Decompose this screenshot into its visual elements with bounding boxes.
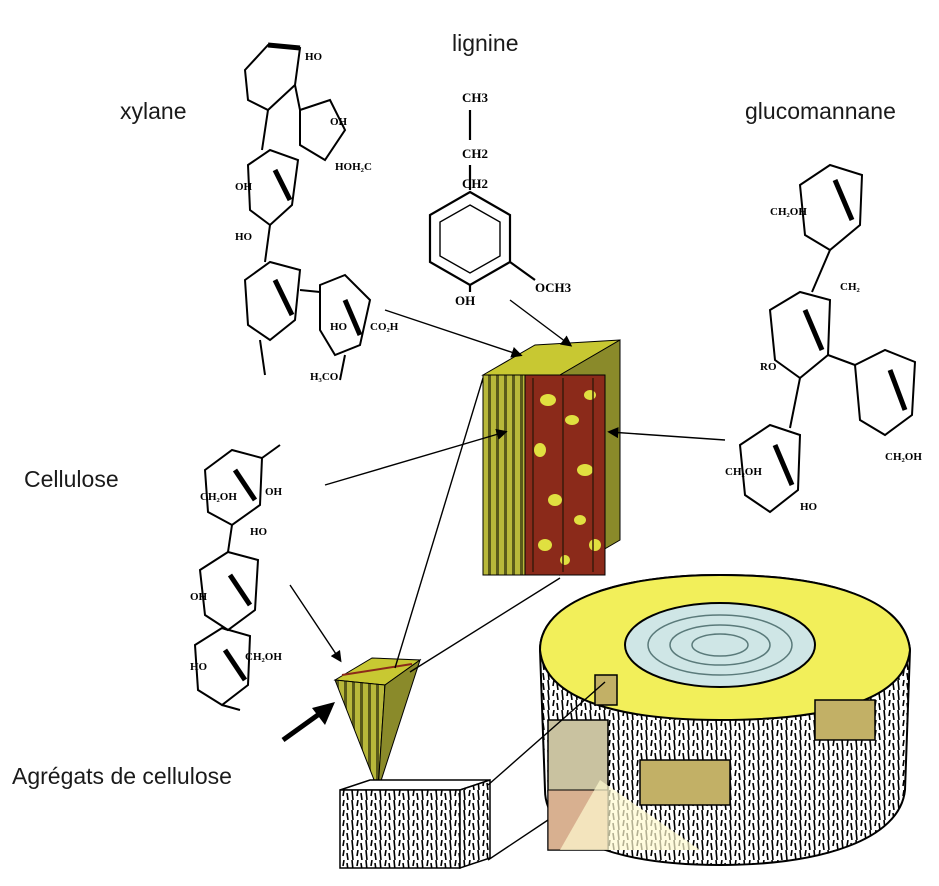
lignin-och3: OCH3	[535, 280, 572, 295]
lignin-ch3: CH3	[462, 90, 489, 105]
svg-text:OH: OH	[190, 591, 208, 603]
cellulose-structure	[195, 445, 280, 710]
svg-text:OH: OH	[235, 181, 253, 193]
svg-text:CH₂OH: CH₂OH	[725, 466, 762, 478]
highlight-arrow	[283, 702, 335, 740]
cellulose-aggregate	[335, 658, 420, 790]
lignin-structure	[430, 110, 535, 292]
lignin-ch2-a: CH2	[462, 146, 488, 161]
svg-text:CH₂OH: CH₂OH	[200, 491, 237, 503]
svg-text:OH: OH	[330, 116, 348, 128]
svg-text:RO: RO	[760, 361, 777, 373]
glucomannane-label: glucomannane	[745, 98, 896, 125]
svg-text:H₃CO: H₃CO	[310, 371, 339, 383]
svg-text:CO₂H: CO₂H	[370, 321, 399, 333]
svg-text:HO: HO	[250, 526, 268, 538]
cellulose-label: Cellulose	[24, 466, 119, 493]
lignine-label: lignine	[452, 30, 519, 57]
svg-text:HO: HO	[235, 231, 253, 243]
cellulose-aggregates-label: Agrégats de cellulose	[12, 763, 232, 790]
svg-text:CH₂OH: CH₂OH	[770, 206, 807, 218]
svg-text:HOH₂C: HOH₂C	[335, 161, 372, 173]
svg-text:HO: HO	[305, 51, 323, 63]
svg-text:HO: HO	[190, 661, 208, 673]
svg-text:CH₂OH: CH₂OH	[885, 451, 922, 463]
fiber-wall-block	[483, 340, 620, 575]
svg-text:CH₂OH: CH₂OH	[245, 651, 282, 663]
svg-text:HO: HO	[330, 321, 348, 333]
lignin-ch2-b: CH2	[462, 176, 488, 191]
xylane-structure	[245, 45, 370, 380]
svg-text:CH₂: CH₂	[840, 281, 861, 293]
log-cross-section	[540, 575, 910, 865]
wood-sample-block	[340, 780, 490, 868]
lignin-oh: OH	[455, 293, 475, 308]
svg-text:HO: HO	[800, 501, 818, 513]
svg-text:OH: OH	[265, 486, 283, 498]
xylane-label: xylane	[120, 98, 186, 125]
